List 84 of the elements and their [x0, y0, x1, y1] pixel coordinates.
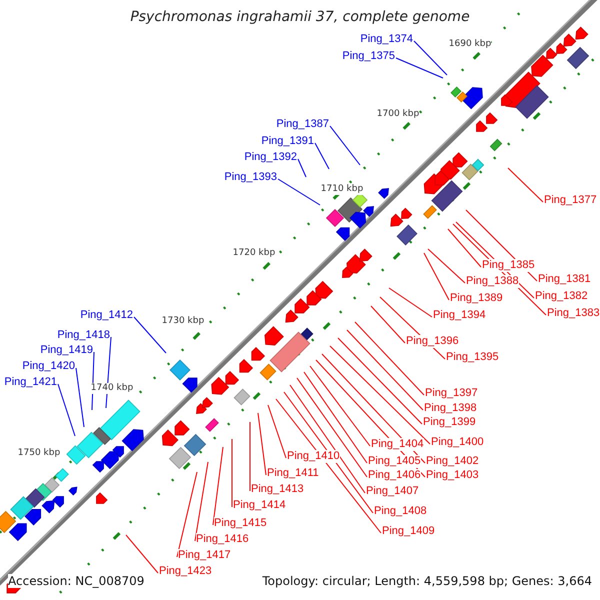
- gene-label: Ping_1411: [267, 466, 319, 480]
- gene-label: Ping_1415: [214, 516, 267, 530]
- leader-line: [428, 248, 466, 284]
- leader-line: [508, 168, 544, 202]
- scale-label: 1710 kbp: [320, 184, 364, 194]
- leader-line: [268, 404, 286, 458]
- gene-label: Ping_1387: [276, 118, 329, 130]
- gene-label: Ping_1405: [368, 454, 421, 468]
- leader-line: [414, 40, 448, 76]
- footer-text: Accession: NC_008709: [8, 574, 144, 588]
- leader-line: [354, 322, 424, 396]
- gene-label: Ping_1423: [159, 564, 212, 578]
- leader-line: [194, 462, 208, 542]
- gene-label: Ping_1377: [544, 194, 597, 206]
- gene-label: Ping_1417: [178, 548, 231, 562]
- leader-line: [304, 372, 368, 464]
- gene-label: Ping_1398: [424, 402, 477, 414]
- gene-label: Ping_1404: [371, 438, 424, 450]
- leader-line: [212, 446, 224, 526]
- scale-label: 1730 kbp: [162, 316, 204, 326]
- gene-label: Ping_1382: [535, 290, 588, 302]
- gene-label: Ping_1413: [251, 482, 304, 496]
- gene-label: Ping_1399: [423, 416, 476, 428]
- leader-line: [278, 178, 320, 206]
- gene-label: Ping_1393: [224, 170, 277, 184]
- gene-label: Ping_1409: [382, 524, 435, 538]
- gene-label: Ping_1403: [426, 468, 479, 482]
- leader-line: [58, 384, 76, 436]
- gene-label: Ping_1418: [57, 328, 110, 342]
- leader-line: [106, 336, 112, 408]
- leader-line: [134, 316, 166, 354]
- gene-label: Ping_1414: [233, 498, 286, 512]
- leader-line: [338, 338, 422, 424]
- leader-line: [296, 378, 368, 478]
- gene-label: Ping_1394: [433, 308, 486, 322]
- leader-line: [370, 306, 406, 344]
- leader-line: [388, 288, 432, 318]
- leader-line: [330, 346, 430, 444]
- leader-line: [258, 412, 266, 476]
- gene-label: Ping_1392: [244, 150, 297, 164]
- gene-label: Ping_1410: [287, 450, 340, 462]
- title: Psychromonas ingrahamii 37, complete genome: [129, 9, 471, 25]
- scale-label: 1700 kbp: [376, 108, 420, 120]
- leader-line: [322, 354, 426, 464]
- gene-label: Ping_1388: [466, 274, 519, 288]
- gene-label: Ping_1400: [431, 436, 484, 448]
- gene-label: Ping_1374: [360, 32, 413, 46]
- gene-label: Ping_1406: [368, 468, 421, 482]
- gene-label: Ping_1395: [446, 350, 499, 364]
- scale-label: 1720 kbp: [232, 248, 276, 258]
- leader-line: [424, 252, 450, 300]
- scale-label: 1690 kbp: [448, 38, 492, 50]
- leader-line: [448, 228, 482, 268]
- gene-label: Ping_1420: [22, 360, 75, 372]
- leader-line: [396, 58, 444, 78]
- gene-label: Ping_1408: [374, 504, 427, 518]
- scale-label: 1740 kbp: [90, 382, 134, 394]
- leader-line: [276, 398, 382, 534]
- scale-label: 1750 kbp: [18, 448, 60, 458]
- leader-line: [314, 142, 330, 170]
- gene-label: Ping_1412: [80, 308, 133, 322]
- gene-label: Ping_1407: [366, 484, 419, 498]
- gene-label: Ping_1385: [482, 258, 535, 272]
- leader-line: [126, 534, 158, 574]
- gene-label: Ping_1375: [342, 50, 395, 62]
- gene-label: Ping_1419: [40, 344, 93, 356]
- gene-label: Ping_1381: [538, 272, 591, 286]
- gene-label: Ping_1402: [426, 454, 479, 468]
- gene-label: Ping_1389: [450, 292, 503, 304]
- leader-line: [176, 472, 198, 558]
- gene-label: Ping_1396: [406, 334, 459, 348]
- leader-line: [298, 158, 306, 178]
- leader-line: [330, 126, 360, 166]
- leader-line: [346, 330, 424, 410]
- gene-label: Ping_1421: [4, 376, 57, 388]
- gene-label: Ping_1383: [547, 306, 600, 320]
- leader-line: [284, 392, 374, 514]
- leader-line: [76, 368, 84, 428]
- leader-line: [310, 366, 370, 446]
- footer-text: Topology: circular; Length: 4,559,598 bp; Genes: 3,664: [262, 574, 592, 588]
- leader-line: [290, 384, 366, 494]
- gene-label: Ping_1397: [425, 386, 478, 400]
- gene-label: Ping_1416: [196, 532, 249, 546]
- gene-label: Ping_1391: [261, 134, 314, 148]
